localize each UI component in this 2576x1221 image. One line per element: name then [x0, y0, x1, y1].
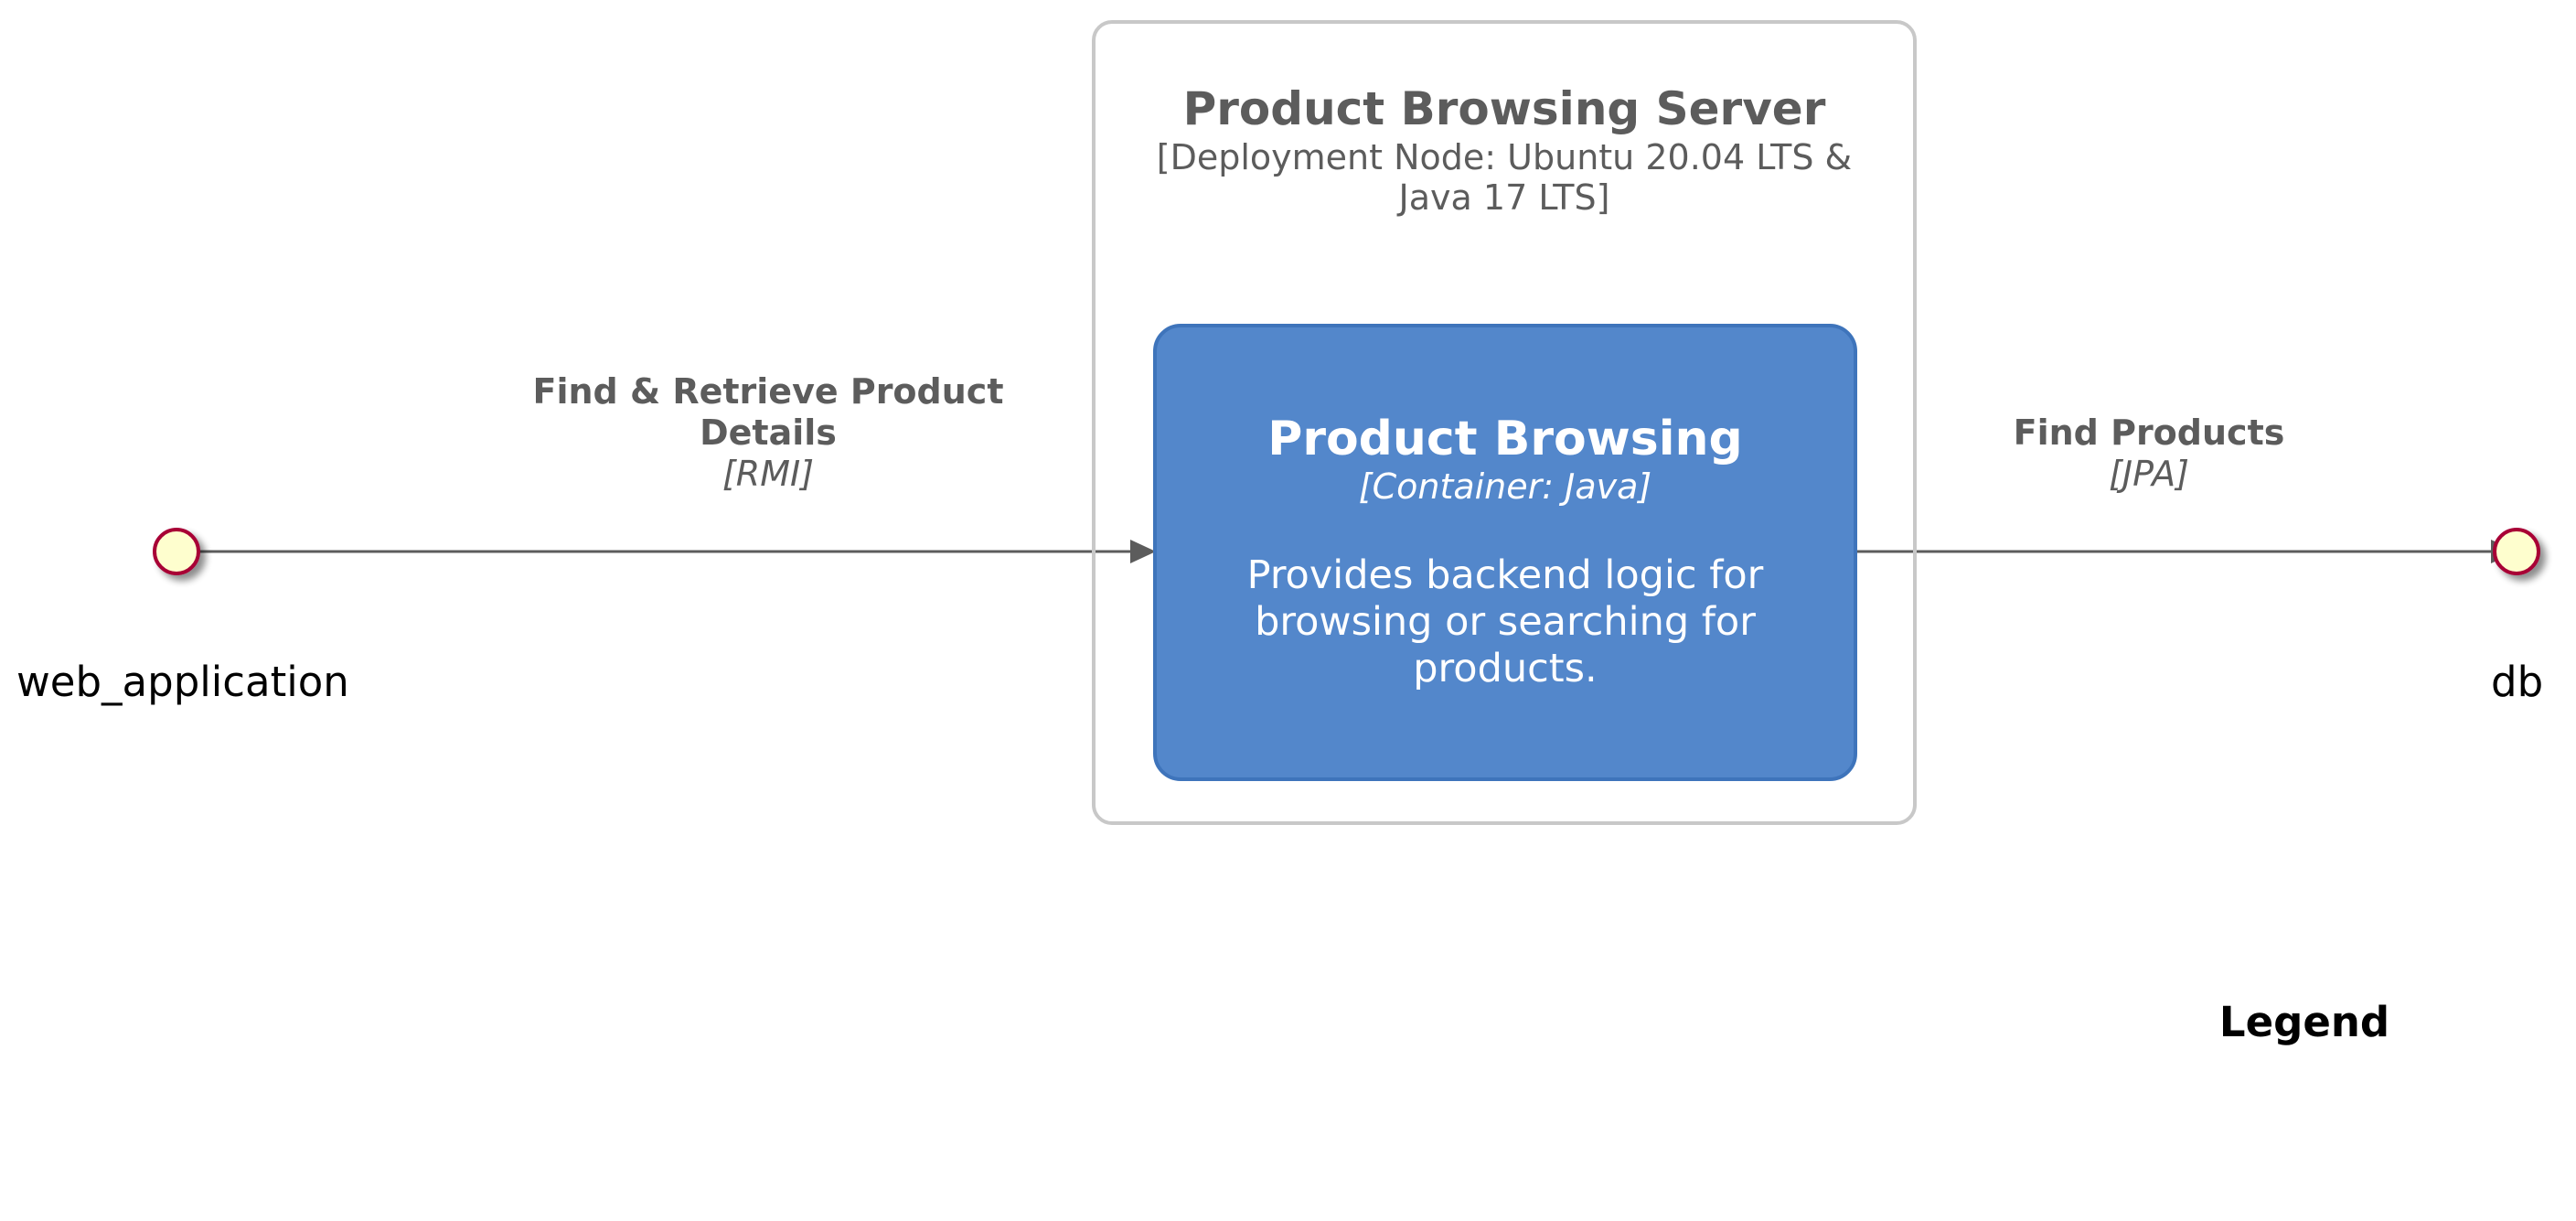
arrowhead-container: [1130, 540, 1156, 563]
container-description: Provides backend logic for browsing or s…: [1246, 552, 1764, 691]
container-technology: [Container: Java]: [1358, 466, 1652, 507]
interface-web-application-icon[interactable]: [153, 528, 200, 575]
edge-technology-rmi: [RMI]: [721, 454, 815, 494]
edge-technology-jpa: [JPA]: [2109, 454, 2189, 494]
interface-db-label: db: [2491, 658, 2544, 706]
deployment-node-box[interactable]: [1092, 20, 1917, 825]
deployment-node-title: Product Browsing Server: [1182, 82, 1826, 135]
container-box[interactable]: [1153, 324, 1857, 781]
edge-label-find-products: Find Products: [2013, 412, 2285, 453]
container-title: Product Browsing: [1267, 412, 1743, 466]
legend-title: Legend: [2218, 998, 2390, 1046]
edge-label-find-retrieve: Find & Retrieve Product Details: [532, 371, 1004, 453]
interface-web-application-label: web_application: [16, 658, 349, 706]
deployment-node-technology: [Deployment Node: Ubuntu 20.04 LTS & Jav…: [1156, 137, 1853, 218]
interface-db-icon[interactable]: [2493, 528, 2540, 575]
